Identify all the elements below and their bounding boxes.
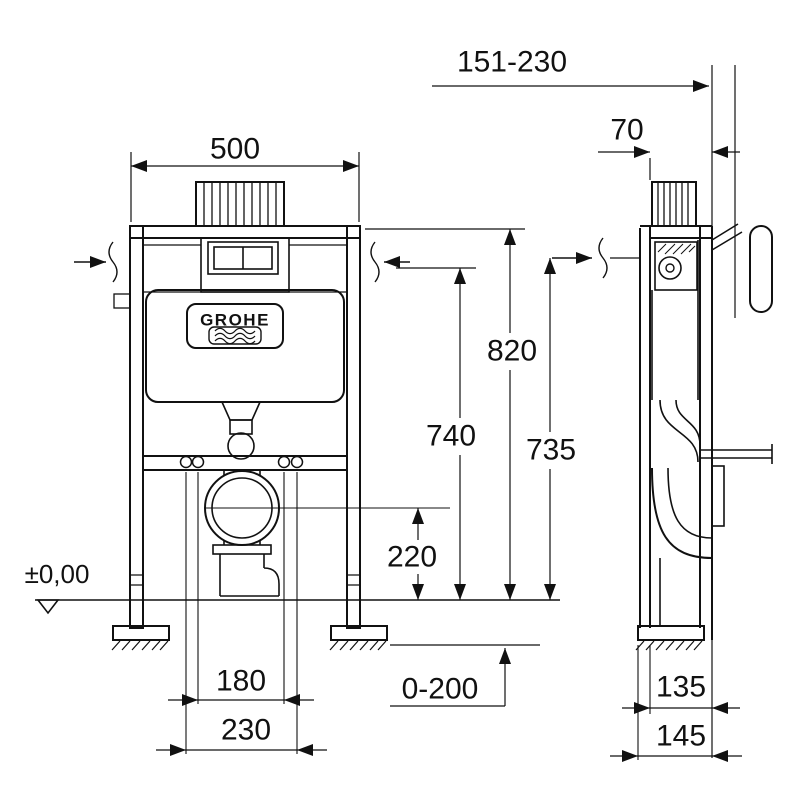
flush-plate-frame bbox=[207, 241, 279, 275]
wall-bracket-arm bbox=[711, 223, 743, 251]
cistern-body bbox=[145, 289, 345, 403]
logo-wave-1 bbox=[214, 327, 256, 335]
leg-adjustment-ticks bbox=[130, 574, 360, 586]
left-foot bbox=[112, 625, 170, 641]
frame-left-rail bbox=[129, 225, 144, 629]
ext-lines-230 bbox=[185, 472, 298, 754]
side-valve-cap-ribs bbox=[657, 183, 689, 225]
logo-wave-2 bbox=[214, 332, 256, 340]
side-flush-bend bbox=[659, 399, 701, 463]
label-height-plate-side: 735 bbox=[526, 434, 576, 467]
side-foot-hatching bbox=[635, 640, 703, 651]
flush-plate-side bbox=[749, 225, 773, 313]
label-height-outlet: 220 bbox=[387, 541, 437, 574]
dimension-labels: 151-230 70 500 820 740 735 220 ±0,00 180… bbox=[25, 46, 706, 753]
frame-top-bar bbox=[129, 225, 361, 239]
side-outlet-elbow-outer bbox=[651, 467, 713, 559]
side-valve-assembly bbox=[654, 241, 698, 291]
logo-border bbox=[186, 303, 284, 349]
flush-pipe-flange bbox=[227, 432, 255, 460]
label-depth-145: 145 bbox=[656, 720, 706, 753]
support-rod bbox=[700, 444, 773, 464]
fixing-rail bbox=[143, 455, 347, 471]
label-depth-135: 135 bbox=[656, 671, 706, 704]
rail-bracket bbox=[113, 293, 131, 309]
break-line-side bbox=[598, 237, 608, 279]
side-outlet-elbow-inner bbox=[667, 467, 713, 539]
label-fixing-180: 180 bbox=[216, 665, 266, 698]
label-height-plate-front: 740 bbox=[426, 420, 476, 453]
label-floor-level: ±0,00 bbox=[25, 559, 90, 589]
fixing-bolt-inner-right bbox=[277, 455, 291, 469]
label-top-depth: 70 bbox=[610, 114, 643, 147]
right-foot-hatching bbox=[329, 640, 387, 651]
label-fixing-230: 230 bbox=[221, 714, 271, 747]
fixing-bolt-inner-left bbox=[191, 455, 205, 469]
label-width: 500 bbox=[210, 133, 260, 166]
right-foot bbox=[330, 625, 388, 641]
logo-wave-box bbox=[208, 326, 262, 345]
front-view bbox=[111, 181, 388, 651]
valve-cap-ribs bbox=[203, 183, 277, 225]
valve-gasket-hatching bbox=[657, 243, 696, 255]
side-top-bars bbox=[640, 225, 712, 239]
break-line-right bbox=[370, 241, 380, 283]
side-view bbox=[635, 65, 773, 758]
grohe-logo bbox=[186, 303, 284, 349]
fixing-bolt-outer-left bbox=[179, 455, 193, 469]
wall-anchor-bracket bbox=[711, 465, 725, 527]
side-valve-dial bbox=[658, 256, 682, 280]
ext-lines-180 bbox=[197, 472, 285, 704]
flush-pipe-funnel bbox=[220, 401, 262, 421]
outlet-flange bbox=[212, 544, 272, 555]
label-brand: GROHE bbox=[200, 311, 270, 330]
logo-wave-3 bbox=[214, 337, 256, 345]
dimension-lines bbox=[35, 80, 742, 762]
left-foot-hatching bbox=[111, 640, 169, 651]
side-frame-rails bbox=[639, 226, 701, 628]
flush-valve-cap bbox=[195, 181, 285, 227]
floor-level-triangle bbox=[36, 599, 60, 615]
break-line-left bbox=[108, 241, 118, 283]
flush-pipe bbox=[229, 419, 253, 435]
side-valve-dial-center bbox=[665, 263, 675, 273]
label-wall-range: 151-230 bbox=[457, 46, 567, 79]
frame-right-rail bbox=[346, 225, 361, 629]
label-leg-adjustment: 0-200 bbox=[402, 673, 479, 706]
outlet-elbow bbox=[219, 554, 280, 597]
side-foot bbox=[637, 625, 705, 641]
fixing-bolt-outer-right bbox=[290, 455, 304, 469]
label-height-total: 820 bbox=[487, 335, 537, 368]
